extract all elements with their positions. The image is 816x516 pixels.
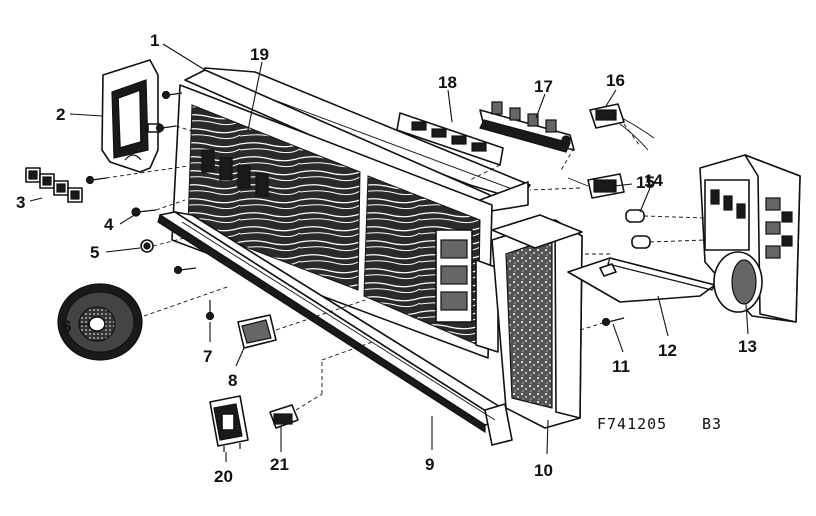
- part-18-switch-plate: [396, 112, 504, 166]
- leader-lines: [29, 43, 749, 462]
- part-16-connector: [589, 103, 655, 151]
- part-12-bottom-plate: [567, 257, 716, 303]
- part-6-rotary-dial: [57, 283, 143, 361]
- callout-8: 8: [228, 371, 237, 390]
- part-20-rocker-switch: [209, 395, 249, 452]
- callout-12: 12: [658, 341, 677, 360]
- callout-1: 1: [150, 31, 159, 50]
- part-13-timer-module: [699, 154, 801, 323]
- callout-2: 2: [56, 105, 65, 124]
- callout-11: 11: [612, 357, 630, 376]
- callout-13: 13: [738, 337, 757, 356]
- callout-labels: 1 2 3 4 5 6 7 8 9 10 11 12 13 14 15 16 1…: [16, 31, 757, 486]
- callout-20: 20: [214, 467, 233, 486]
- part-9-trim-rail: [157, 211, 513, 446]
- callout-9: 9: [425, 455, 434, 474]
- callout-17: 17: [534, 77, 553, 96]
- callout-4: 4: [104, 215, 114, 234]
- callout-6: 6: [62, 317, 71, 336]
- part-11-screw: [601, 317, 625, 327]
- part-7-screw: [205, 300, 215, 321]
- callout-16: 16: [606, 71, 625, 90]
- part-21-lamp: [269, 404, 299, 429]
- screw-left: [85, 175, 107, 185]
- part-4-screw: [131, 207, 157, 217]
- callout-15: 15: [636, 173, 655, 192]
- part-10-end-cap: [491, 214, 583, 429]
- part-5-knob-small: [140, 239, 154, 253]
- callout-14: 14: [644, 171, 663, 190]
- part-3-pushbuttons: [25, 167, 83, 203]
- console-back-panel: [171, 67, 531, 359]
- part-2-end-bracket: [101, 59, 161, 173]
- figure-code: F741205: [597, 415, 667, 433]
- callout-7: 7: [203, 347, 212, 366]
- screw-trim: [173, 265, 197, 275]
- part-17-switch-bank: [479, 101, 575, 153]
- callout-3: 3: [16, 193, 25, 212]
- callout-18: 18: [438, 73, 457, 92]
- callout-21: 21: [270, 455, 289, 474]
- callout-5: 5: [90, 243, 99, 262]
- callout-19: 19: [250, 45, 269, 64]
- part-15-relay: [567, 173, 625, 199]
- sheet-code: B3: [702, 415, 722, 433]
- screw-bracket: [155, 123, 177, 133]
- part-8-lens: [237, 314, 277, 349]
- callout-10: 10: [534, 461, 553, 480]
- screw-upper-left: [161, 90, 183, 100]
